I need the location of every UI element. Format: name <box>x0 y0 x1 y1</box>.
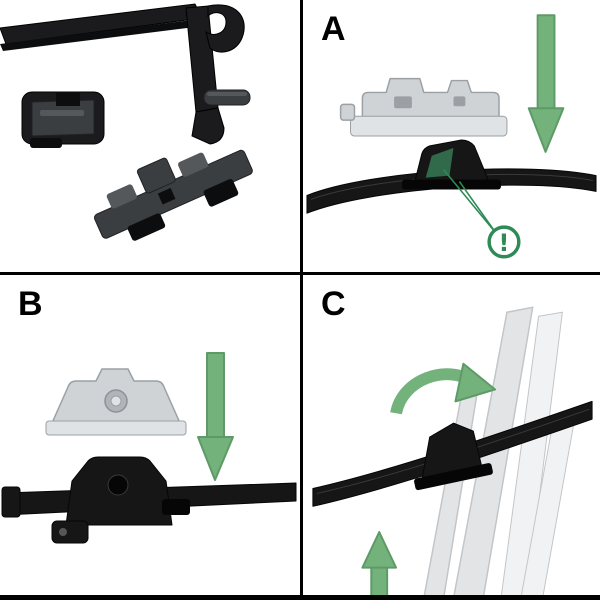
panel-b: B <box>0 272 300 600</box>
panel-c: C <box>300 272 600 600</box>
bottom-border-bar <box>0 595 600 600</box>
parts-illustration <box>0 3 253 241</box>
down-arrow-icon <box>197 352 234 481</box>
alert-icon: ! <box>442 169 521 259</box>
panel-a: A ! <box>300 0 600 272</box>
panel-a-label: A <box>321 10 346 48</box>
rotate-arrow-icon <box>390 362 497 415</box>
panel-parts <box>0 0 300 272</box>
wiper-blade <box>312 400 593 507</box>
down-arrow-icon <box>527 14 565 153</box>
step-b-illustration <box>1 352 297 544</box>
clip-part <box>21 91 105 148</box>
adapter-part <box>94 149 253 241</box>
panel-b-label: B <box>18 285 43 323</box>
wiper-blade <box>306 139 597 214</box>
alert-symbol: ! <box>499 229 510 257</box>
wiper-arm-part <box>0 3 251 145</box>
wiper-blade <box>1 456 297 544</box>
step-c-illustration <box>312 306 593 600</box>
loose-adapter <box>339 77 508 137</box>
step-a-illustration: ! <box>306 14 597 259</box>
panel-c-label: C <box>321 285 346 323</box>
loose-adapter <box>45 368 187 436</box>
up-arrow-icon <box>361 531 398 599</box>
